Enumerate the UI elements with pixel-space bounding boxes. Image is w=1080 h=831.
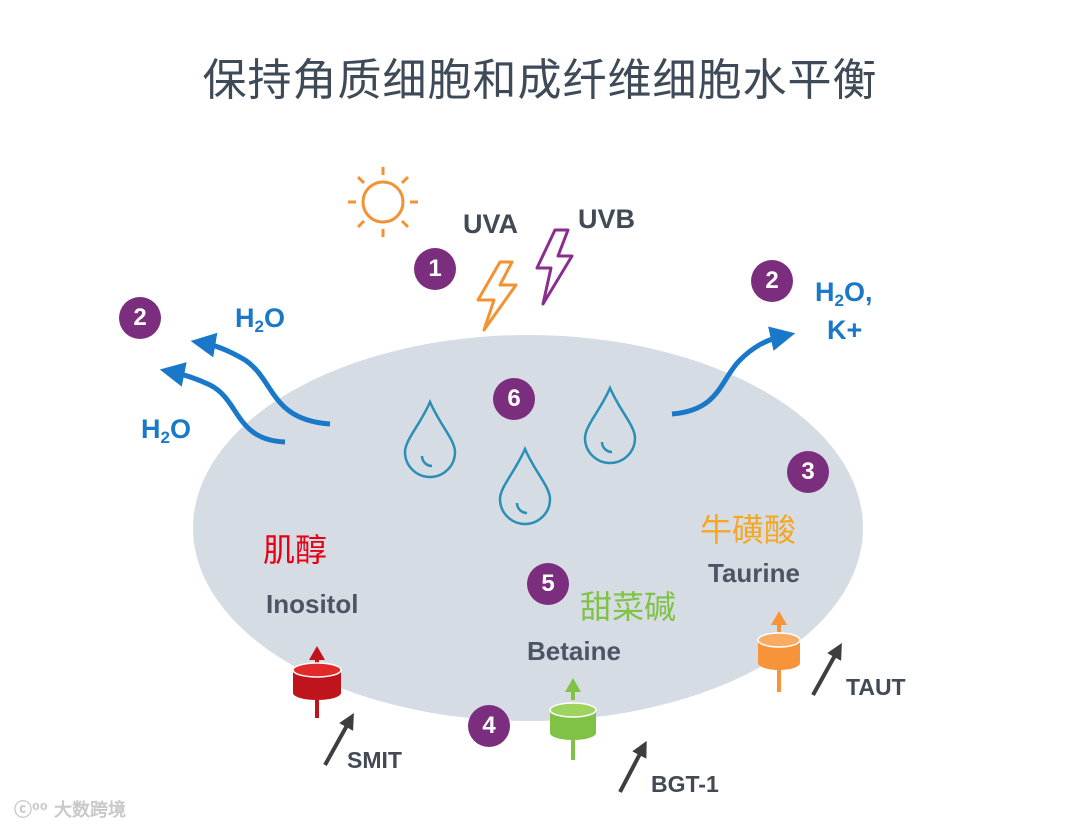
uvb-label: UVB bbox=[578, 204, 636, 234]
taurine-label: Taurine bbox=[708, 558, 800, 588]
arrow-icon-bgt1 bbox=[618, 740, 647, 793]
h2o-label-right: H2O, bbox=[815, 277, 872, 311]
watermark: ⓒ⁰⁰ 大数跨境 bbox=[14, 796, 126, 822]
step-badge-5: 5 bbox=[527, 563, 569, 605]
step-badge-2-left: 2 bbox=[119, 297, 161, 339]
watermark-logo-icon: ⓒ⁰⁰ bbox=[14, 800, 55, 821]
inositol-chinese-label: 肌醇 bbox=[263, 531, 328, 569]
water-droplet-icon bbox=[498, 445, 552, 526]
step-badge-1: 1 bbox=[414, 248, 456, 290]
watermark-text: 大数跨境 bbox=[54, 800, 127, 821]
sun-icon bbox=[348, 167, 418, 237]
uva-label: UVA bbox=[463, 209, 519, 239]
uvb-lightning-icon bbox=[535, 228, 574, 306]
water-out-arrow-left bbox=[159, 362, 286, 445]
step-badge-2-right: 2 bbox=[751, 260, 793, 302]
transporter-channel-icon-smit bbox=[292, 646, 342, 718]
taurine-chinese-label: 牛磺酸 bbox=[700, 511, 797, 549]
h2o-text: O, bbox=[843, 277, 873, 307]
h2o-subscript: 2 bbox=[254, 317, 264, 336]
smit-label: SMIT bbox=[347, 747, 402, 773]
h2o-label-left: H2O bbox=[141, 414, 191, 448]
page-title: 保持角质细胞和成纤维细胞水平衡 bbox=[202, 55, 878, 106]
h2o-text: H bbox=[815, 277, 835, 307]
step-badge-3: 3 bbox=[787, 451, 829, 493]
step-badge-6: 6 bbox=[493, 378, 535, 420]
taut-label: TAUT bbox=[846, 674, 906, 700]
inositol-label: Inositol bbox=[266, 589, 359, 619]
h2o-text: H bbox=[141, 414, 161, 444]
water-droplet-icon bbox=[583, 384, 637, 465]
betaine-chinese-label: 甜菜碱 bbox=[580, 588, 677, 626]
k-plus-label: K+ bbox=[827, 315, 863, 345]
betaine-label: Betaine bbox=[527, 636, 621, 666]
h2o-subscript: 2 bbox=[834, 291, 844, 310]
water-droplet-icon bbox=[403, 398, 457, 479]
water-out-arrow-right bbox=[671, 326, 796, 417]
step-badge-4: 4 bbox=[468, 705, 510, 747]
water-out-arrow-top-left bbox=[190, 332, 331, 427]
uva-lightning-icon bbox=[476, 260, 518, 332]
h2o-subscript: 2 bbox=[160, 428, 170, 447]
bgt1-label: BGT-1 bbox=[651, 771, 719, 797]
transporter-channel-icon-taut bbox=[757, 611, 801, 692]
transporter-channel-icon-bgt1 bbox=[549, 678, 597, 760]
arrow-icon-taut bbox=[811, 643, 842, 696]
h2o-text: H bbox=[235, 303, 255, 333]
h2o-text: O bbox=[263, 303, 285, 333]
h2o-label-top-left: H2O bbox=[235, 303, 285, 337]
cell-body bbox=[193, 335, 863, 721]
h2o-text: O bbox=[169, 414, 191, 444]
arrow-icon-smit bbox=[323, 713, 354, 766]
